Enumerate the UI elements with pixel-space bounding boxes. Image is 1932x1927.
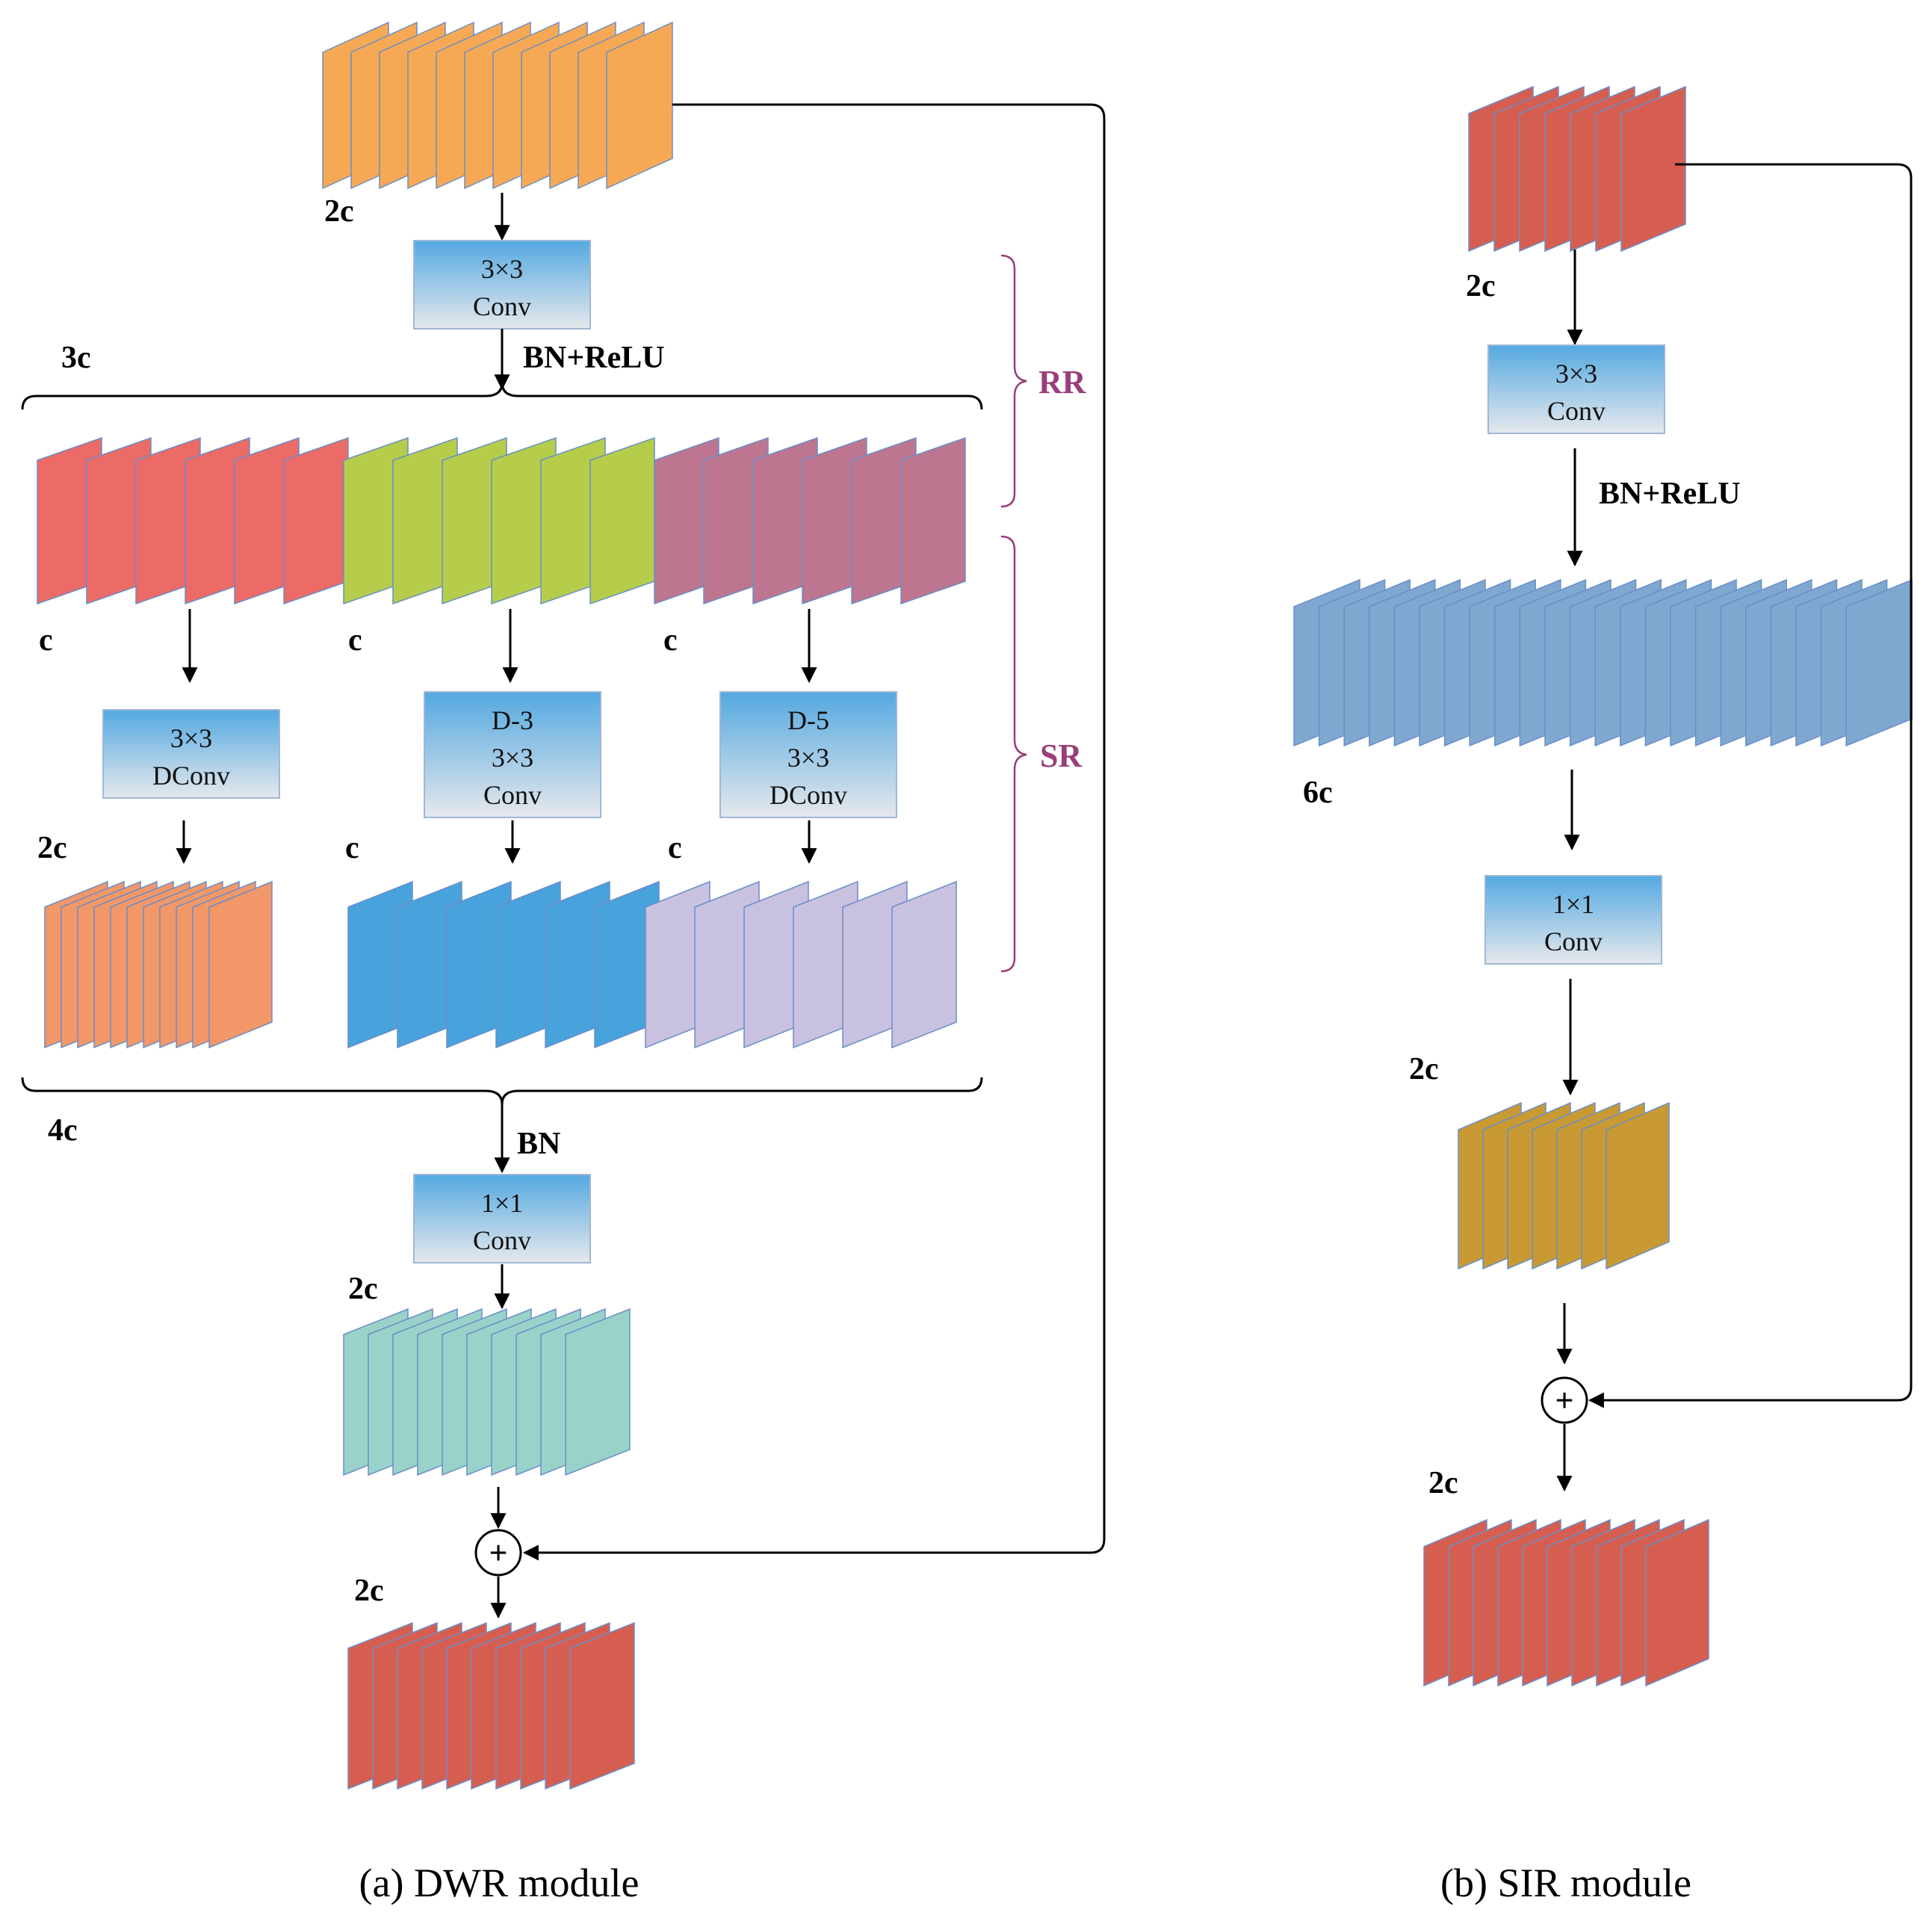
dwr-skip-connection: [522, 103, 1106, 1561]
sir-expanded-features-sheet: [1845, 578, 1913, 747]
sir-conv2-line1: 1×1: [1552, 889, 1594, 919]
sir-conv1-line2: Conv: [1547, 396, 1606, 426]
dwr-conv2-out-label: 2c: [348, 1272, 378, 1306]
rr-label: RR: [1038, 364, 1087, 400]
dwr-branch1-features: [37, 436, 349, 605]
dwr-input-features-sheet: [606, 21, 673, 190]
dwr-branch-conv-c-line3: DConv: [770, 780, 847, 810]
dwr-branch-conv-a-line1: 3×3: [170, 723, 212, 753]
dwr-conv2-box: 1×1 Conv: [413, 1174, 591, 1263]
dwr-output-label: 2c: [354, 1574, 384, 1608]
dwr-branch1-out-features-sheet: [208, 880, 273, 1049]
dwr-branch3-out-features: [645, 880, 957, 1049]
dwr-output-features-sheet: [569, 1621, 635, 1790]
dwr-branch-label-2: c: [348, 623, 362, 658]
dwr-conv1-line2: Conv: [473, 291, 531, 321]
dwr-module: 2c 3×3 Conv BN+ReLU 3c c c c 3×3 DConv D…: [21, 103, 1106, 1905]
dwr-conv1-line1: 3×3: [481, 254, 523, 284]
sir-caption: (b) SIR module: [1440, 1861, 1691, 1905]
dwr-branch-label-1: c: [39, 623, 53, 658]
dwr-branch3-features: [654, 436, 966, 605]
sir-output-features: [1423, 1518, 1709, 1687]
dwr-branch-conv-a: 3×3 DConv: [102, 709, 280, 799]
sir-output-features-sheet: [1645, 1518, 1709, 1687]
dwr-input-label: 2c: [324, 194, 354, 229]
dwr-branch-out-label-1: 2c: [37, 831, 67, 865]
sir-conv2-box: 1×1 Conv: [1484, 875, 1662, 965]
dwr-branch-conv-b-line2: 3×3: [492, 743, 533, 773]
sir-expand-label: 6c: [1303, 776, 1333, 810]
dwr-conv2-line2: Conv: [473, 1225, 531, 1255]
dwr-concat-label: 4c: [48, 1113, 78, 1148]
sr-brace: [1000, 535, 1027, 973]
sir-output-label: 2c: [1428, 1466, 1458, 1500]
sir-input-label: 2c: [1466, 269, 1496, 303]
dwr-conv2-out-features: [343, 1308, 631, 1476]
dwr-split-brace: [21, 382, 983, 410]
dwr-branch2-features: [343, 436, 655, 605]
dwr-branch-conv-a-line2: DConv: [152, 761, 230, 791]
sir-add-node: +: [1541, 1376, 1588, 1424]
dwr-split-label: 3c: [61, 341, 91, 375]
dwr-branch1-out-features: [44, 880, 273, 1049]
sir-reduced-features-sheet: [1606, 1101, 1670, 1270]
dwr-branch2-out-features: [347, 880, 660, 1049]
dwr-input-features: [322, 21, 673, 190]
dwr-branch-out-label-2: c: [345, 831, 359, 865]
sir-conv1-line1: 3×3: [1555, 359, 1597, 389]
dwr-branch-conv-c-line2: 3×3: [787, 743, 829, 773]
dwr-caption: (a) DWR module: [359, 1861, 640, 1905]
dwr-branch-conv-b: D-3 3×3 Conv: [424, 691, 601, 818]
sr-label: SR: [1040, 737, 1083, 774]
dwr-branch-conv-c-line1: D-5: [787, 705, 829, 735]
dwr-branch2-features-sheet: [589, 436, 655, 605]
sir-skip-connection: [1588, 163, 1913, 1408]
dwr-branch-conv-b-line1: D-3: [492, 705, 533, 735]
dwr-branch-conv-b-line3: Conv: [483, 780, 542, 810]
dwr-add-node: +: [474, 1529, 522, 1577]
sir-module: 2c 3×3 Conv BN+ReLU 6c 1×1 Conv 2c + 2c …: [1303, 163, 1913, 1905]
sir-plus-sign: +: [1555, 1382, 1573, 1419]
dwr-branch-label-3: c: [663, 623, 678, 658]
dwr-conv1-box: 3×3 Conv: [413, 240, 591, 330]
dwr-output-features: [347, 1621, 635, 1790]
dwr-branch3-features-sheet: [900, 436, 966, 605]
dwr-branch1-features-sheet: [283, 436, 349, 605]
dwr-bn-label: BN: [517, 1127, 560, 1161]
dwr-conv2-line1: 1×1: [481, 1188, 523, 1218]
sir-conv1-box: 3×3 Conv: [1487, 344, 1665, 434]
sir-reduced-features: [1458, 1101, 1670, 1270]
sir-input-features-sheet: [1620, 85, 1686, 253]
dwr-conv2-out-features-sheet: [565, 1308, 631, 1476]
sir-input-features: [1468, 85, 1686, 253]
dwr-branch-out-label-3: c: [668, 831, 682, 865]
dwr-plus-sign: +: [489, 1535, 507, 1571]
sir-expanded-features: [1293, 578, 1913, 747]
rr-brace: [1000, 254, 1027, 508]
dwr-branch3-out-features-sheet: [891, 880, 957, 1049]
dwr-branch-conv-c: D-5 3×3 DConv: [719, 691, 897, 818]
sir-bn-relu-label: BN+ReLU: [1599, 477, 1741, 511]
sir-reduce-label: 2c: [1409, 1052, 1439, 1086]
dwr-bn-relu-label: BN+ReLU: [523, 341, 665, 375]
dwr-concat-brace: [21, 1077, 983, 1105]
sir-conv2-line2: Conv: [1544, 927, 1603, 956]
